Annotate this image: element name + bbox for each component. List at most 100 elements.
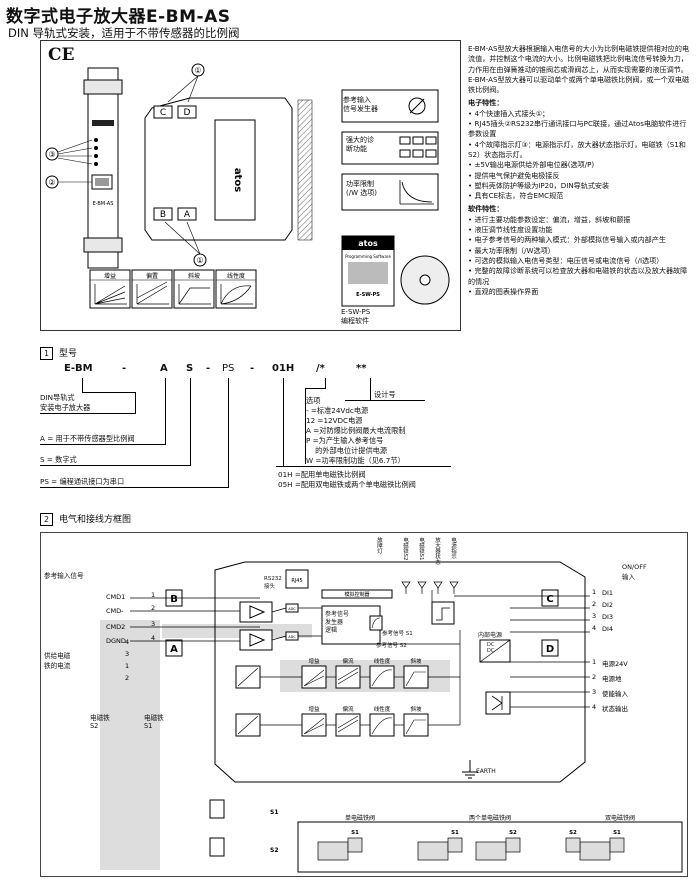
- svg-text:2: 2: [592, 600, 596, 608]
- software-features-title: 软件特性：: [468, 204, 504, 214]
- dc-dc-label: DC DC: [487, 642, 495, 654]
- svg-text:线性度: 线性度: [374, 657, 391, 665]
- svg-text:D: D: [546, 644, 554, 655]
- svg-text:4: 4: [592, 703, 596, 711]
- section-1-number: 1: [40, 347, 53, 360]
- svg-text:DI1: DI1: [602, 589, 613, 597]
- svg-text:②: ②: [48, 178, 55, 187]
- svg-text:4: 4: [151, 634, 155, 642]
- code-part-dash: -: [206, 363, 211, 374]
- earth-label: EARTH: [476, 768, 496, 775]
- def-ps: PS = 编程通讯接口为串口: [40, 477, 125, 486]
- led-power-label: 电源指示: [450, 537, 456, 559]
- elec-item: • 提供电气保护避免电极接反: [468, 170, 560, 180]
- led-s2-label: 电磁铁S2: [402, 537, 408, 561]
- svg-text:1: 1: [125, 662, 129, 670]
- svg-text:3: 3: [151, 620, 155, 628]
- def-a: A = 用于不带传感器型比例阀: [40, 434, 135, 443]
- ref-generator-icon: [408, 97, 426, 115]
- svg-text:3: 3: [125, 650, 129, 658]
- svg-text:D: D: [184, 108, 191, 118]
- option-item: 的外部电位计提供电源: [306, 446, 388, 455]
- ce-mark-icon: CE: [48, 45, 75, 65]
- soft-item: • 液压调节线性度设置功能: [468, 225, 553, 235]
- svg-text:atos: atos: [232, 168, 243, 192]
- svg-text:3: 3: [592, 612, 596, 620]
- led-fault-label: 故障灯: [376, 537, 382, 554]
- option-item: P =为产生输入参考信号: [306, 436, 384, 445]
- def-s: S = 数字式: [40, 455, 77, 464]
- internal-power-label: 内部电源: [478, 632, 503, 639]
- coil-s1-label: 电磁铁 S1: [144, 714, 164, 730]
- elec-item: • RJ45插头②RS232串行通讯接口与PC联接，通过Atos电脑软件进行参数…: [468, 119, 687, 139]
- svg-text:增益: 增益: [308, 705, 320, 713]
- page-subtitle: DIN 导轨式安装，适用于不带传感器的比例阀: [8, 26, 240, 40]
- svg-text:S2: S2: [509, 830, 517, 836]
- wiring-diagram-frame: [40, 532, 688, 877]
- svg-text:CMD1: CMD1: [106, 593, 125, 601]
- elec-item: • 具有CE标志，符合EMC规范: [468, 191, 564, 201]
- svg-text:4: 4: [592, 624, 596, 632]
- svg-text:S1: S1: [270, 809, 279, 816]
- soft-item: • 最大功率限制（/W选项）: [468, 245, 555, 255]
- svg-text:A: A: [184, 210, 191, 220]
- svg-text:偏流: 偏流: [342, 657, 354, 665]
- def-din-amplifier: DIN导轨式 安装电子放大器: [40, 393, 91, 412]
- code-part-dash: -: [122, 363, 127, 374]
- svg-text:A: A: [170, 644, 178, 655]
- section-1-title: 型号: [59, 349, 78, 359]
- code-part-ps: PS: [222, 363, 235, 374]
- code-part-ebm: E-BM: [64, 363, 93, 374]
- svg-text:E-BM-AS: E-BM-AS: [93, 201, 114, 207]
- def-design-number: 设计号: [374, 390, 396, 399]
- intro-text-2: E-BM-AS型放大器可以驱动单个或两个单电磁铁比例阀，或一个双电磁铁比例阀。: [468, 74, 690, 95]
- svg-text:4: 4: [125, 638, 129, 646]
- elec-item: • 4个快速插入式接头①；: [468, 108, 550, 118]
- svg-text:CMD-: CMD-: [106, 607, 124, 615]
- ref-s2-label: 参考信号 S2: [376, 643, 407, 649]
- diagnostic-label: 强大的诊 断功能: [346, 136, 374, 153]
- svg-text:S2: S2: [270, 847, 279, 854]
- svg-text:C: C: [546, 594, 553, 605]
- svg-text:电源地: 电源地: [602, 674, 622, 683]
- valve-def-01h: 01H =配用单电磁铁比例阀: [278, 470, 366, 479]
- svg-text:单电磁铁阀: 单电磁铁阀: [345, 814, 375, 822]
- svg-text:模拟控制器: 模拟控制器: [344, 591, 369, 598]
- svg-text:两个单电磁铁阀: 两个单电磁铁阀: [469, 814, 511, 822]
- section-2-number: 2: [40, 513, 53, 526]
- svg-text:DI3: DI3: [602, 613, 613, 621]
- svg-text:增益: 增益: [104, 272, 116, 280]
- svg-text:1: 1: [592, 588, 596, 596]
- ref-input-label: 参考输入信号: [44, 572, 84, 580]
- module-front-view: [87, 67, 119, 269]
- electronic-features-title: 电子特性：: [468, 98, 504, 108]
- elec-item: • 塑料壳体防护等级为IP20，DIN导轨式安装: [468, 180, 610, 190]
- svg-text:S1: S1: [351, 830, 359, 836]
- code-part-s: S: [186, 363, 194, 374]
- svg-text:DI2: DI2: [602, 601, 613, 609]
- svg-text:atos: atos: [358, 239, 378, 248]
- led-amp-status-label: 放大器状态: [434, 537, 440, 565]
- page-title: 数字式电子放大器E-BM-AS: [6, 7, 231, 27]
- software-caption: E-SW-PS 编程软件: [341, 308, 371, 325]
- svg-text:电源24V: 电源24V: [602, 659, 628, 668]
- code-part-design: **: [356, 363, 367, 374]
- elec-item: • 4个故障指示灯③：电源指示灯，放大器状态指示灯，电磁铁（S1和S2）状态指示…: [468, 139, 686, 159]
- description-column: E-BM-AS型放大器根据输入电信号的大小为比例电磁铁提供相对应的电流值，并控制…: [468, 44, 692, 297]
- soft-item: • 进行主要功能参数设定：偏流，增益，斜坡和颤振: [468, 214, 631, 224]
- svg-text:S2: S2: [569, 830, 577, 836]
- svg-text:线性度: 线性度: [374, 705, 391, 713]
- svg-text:E-SW-PS: E-SW-PS: [356, 292, 380, 298]
- ref-generator-box: [341, 89, 439, 123]
- svg-text:③: ③: [48, 150, 55, 159]
- intro-text: E-BM-AS型放大器根据输入电信号的大小为比例电磁铁提供相对应的电流值，并控制…: [468, 44, 690, 74]
- svg-text:状态输出: 状态输出: [602, 704, 628, 713]
- coil-s2-label: 电磁铁 S2: [90, 714, 110, 730]
- wiring-diagram: B A C D CMD1 CMD- CMD2 DGND 1 2 3 4 1 2 …: [100, 561, 683, 873]
- product-drawing: ③ ② E-BM-AS C D B A atos ① ①: [45, 63, 450, 309]
- code-part-a: A: [160, 363, 168, 374]
- svg-text:线性度: 线性度: [227, 272, 245, 280]
- svg-text:斜坡: 斜坡: [410, 705, 422, 713]
- svg-text:双电磁铁阀: 双电磁铁阀: [605, 814, 635, 822]
